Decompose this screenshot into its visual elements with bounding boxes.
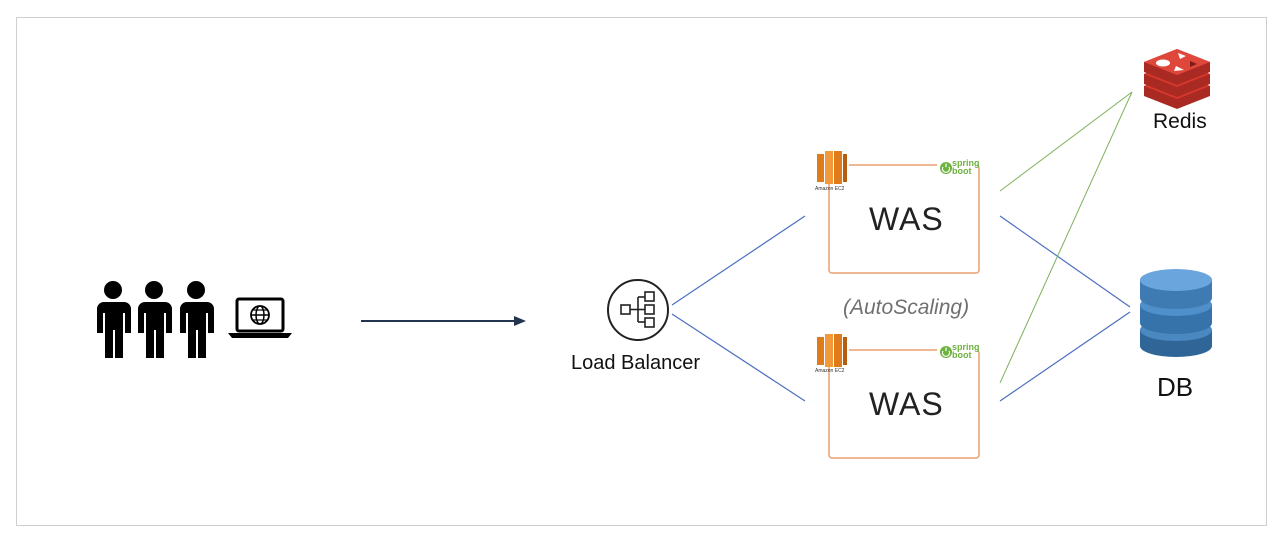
spring-boot-caption: spring boot (952, 158, 980, 176)
database-icon (1140, 269, 1212, 357)
spring-boot-caption: spring boot (952, 342, 980, 360)
was-label: WAS (869, 201, 944, 237)
load-balancer-label: Load Balancer (571, 352, 700, 374)
laptop-globe-icon (228, 297, 292, 338)
ec2-caption: Amazon EC2 (815, 368, 845, 374)
was-label: WAS (869, 386, 944, 422)
ec2-icon (817, 151, 847, 184)
spring-boot-icon (940, 162, 952, 174)
was-redis-connections (999, 91, 1133, 384)
load-balancer-icon (607, 279, 669, 341)
db-label: DB (1157, 372, 1194, 402)
lb-was-connections (671, 215, 806, 402)
spring-boot-icon (940, 346, 952, 358)
redis-icon (1144, 49, 1210, 109)
request-arrow (361, 316, 526, 326)
diagram-frame (16, 17, 1267, 526)
ec2-icon (817, 334, 847, 367)
three-people-icon (97, 281, 214, 358)
was-db-connections (999, 215, 1131, 402)
redis-label: Redis (1153, 110, 1207, 133)
ec2-caption: Amazon EC2 (815, 186, 845, 192)
was-node-1 (813, 150, 980, 274)
autoscaling-label: (AutoScaling) (843, 296, 970, 319)
was-node-2 (813, 333, 980, 459)
